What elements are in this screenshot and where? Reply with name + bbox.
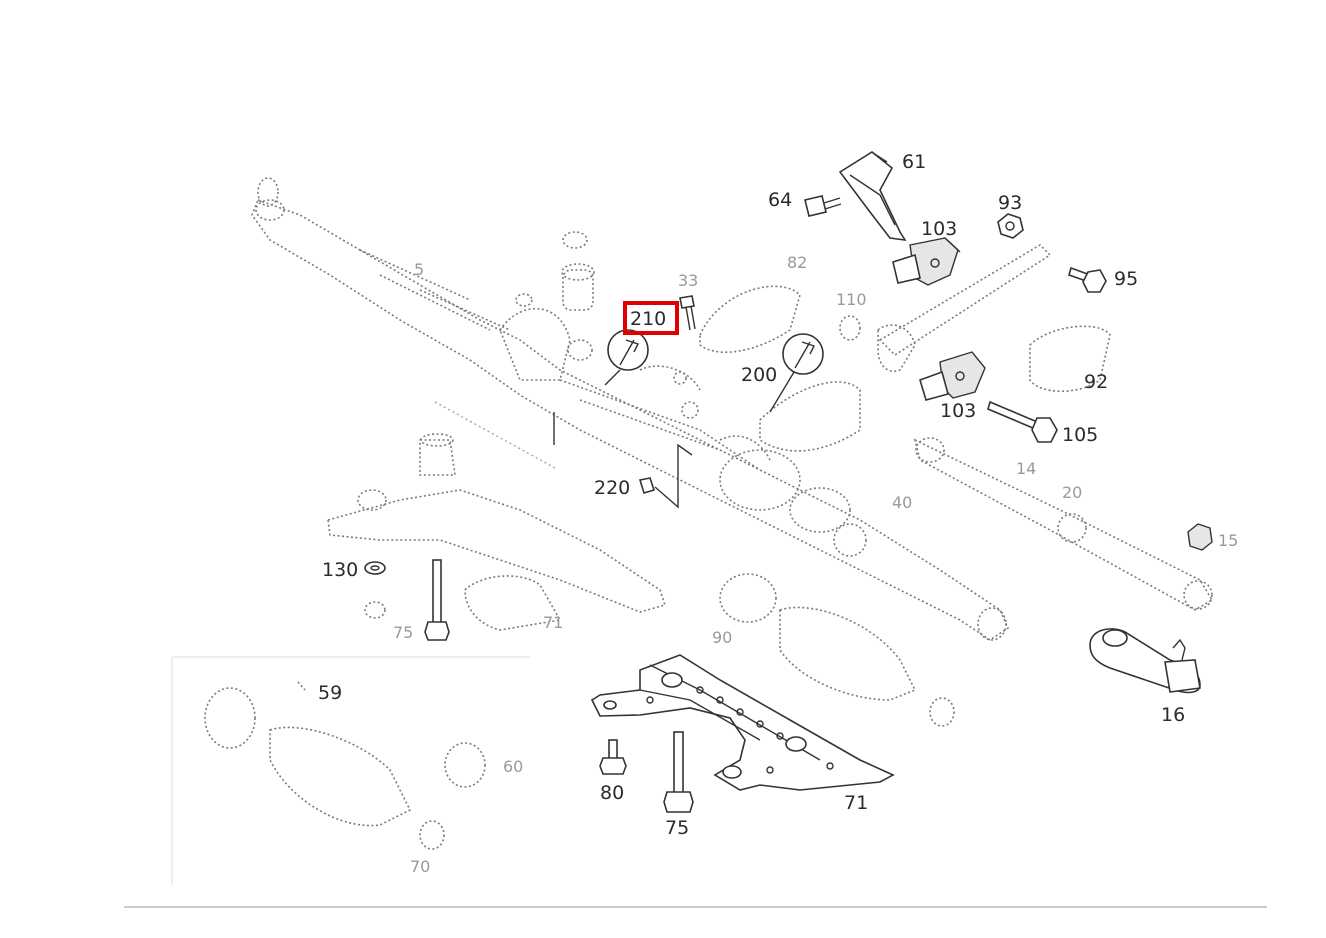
label-103-lower[interactable]: 103: [940, 400, 976, 422]
part-75-left-bolt: [424, 559, 450, 641]
part-61-bracket: [838, 151, 907, 242]
label-90[interactable]: 90: [712, 628, 732, 647]
pinion-housing-parts: [515, 231, 861, 452]
label-71[interactable]: 71: [844, 792, 868, 814]
part-95-bolt: [1068, 266, 1107, 293]
label-16[interactable]: 16: [1161, 704, 1185, 726]
label-75-left[interactable]: 75: [393, 623, 413, 642]
label-220[interactable]: 220: [594, 477, 630, 499]
part-210-bolt: [679, 295, 696, 331]
label-14[interactable]: 14: [1016, 459, 1036, 478]
label-93[interactable]: 93: [998, 192, 1022, 214]
steering-shaft-drawing: [877, 243, 1111, 393]
rack-boot-drawing: [719, 573, 955, 727]
label-200[interactable]: 200: [741, 364, 777, 386]
part-16-ball-joint: [1089, 628, 1201, 694]
part-103-lower-mount: [919, 351, 986, 401]
label-75-center[interactable]: 75: [665, 817, 689, 839]
wrench-callout-200: [769, 333, 824, 413]
part-64-bolt: [804, 195, 842, 217]
part-220-fitting: [638, 443, 693, 509]
part-105-long-bolt: [987, 400, 1058, 443]
part-80-bolt: [599, 739, 627, 775]
inset-detail-box: [171, 656, 530, 885]
part-15-nut: [1187, 523, 1213, 551]
steering-rack-drawing: [251, 177, 1010, 641]
tie-rod-right-drawing: [913, 437, 1214, 611]
label-20[interactable]: 20: [1062, 483, 1082, 502]
label-59[interactable]: 59: [318, 682, 342, 704]
label-70[interactable]: 70: [410, 857, 430, 876]
label-82[interactable]: 82: [787, 253, 807, 272]
part-130-washer: [364, 561, 386, 575]
label-95[interactable]: 95: [1114, 268, 1138, 290]
part-71-crossmember: [590, 654, 895, 791]
label-15[interactable]: 15: [1218, 531, 1238, 550]
label-71-faint[interactable]: 71: [543, 613, 563, 632]
label-80[interactable]: 80: [600, 782, 624, 804]
left-mount-assembly-drawing: [327, 433, 667, 631]
label-103-upper[interactable]: 103: [921, 218, 957, 240]
label-210[interactable]: 210: [630, 308, 666, 330]
label-130[interactable]: 130: [322, 559, 358, 581]
label-110[interactable]: 110: [836, 290, 867, 309]
part-103-upper-mount: [892, 237, 961, 286]
part-labels: 61 64 93 103 95 92 103 105 200 210 220 1…: [318, 151, 1185, 839]
label-33[interactable]: 33: [678, 271, 698, 290]
label-64[interactable]: 64: [768, 189, 792, 211]
wrench-callout-210: [604, 329, 649, 386]
label-40[interactable]: 40: [892, 493, 912, 512]
label-105[interactable]: 105: [1062, 424, 1098, 446]
label-60[interactable]: 60: [503, 757, 523, 776]
highlight-box-210: [623, 301, 679, 335]
label-5[interactable]: 5: [414, 260, 424, 279]
faint-part-labels: 5 110 20 15 14 71 90 60 82 40 70 75 33: [393, 253, 1238, 876]
label-92[interactable]: 92: [1084, 371, 1108, 393]
part-75-center-bolt: [663, 731, 694, 813]
label-61[interactable]: 61: [902, 151, 926, 173]
part-93-nut: [997, 213, 1024, 239]
